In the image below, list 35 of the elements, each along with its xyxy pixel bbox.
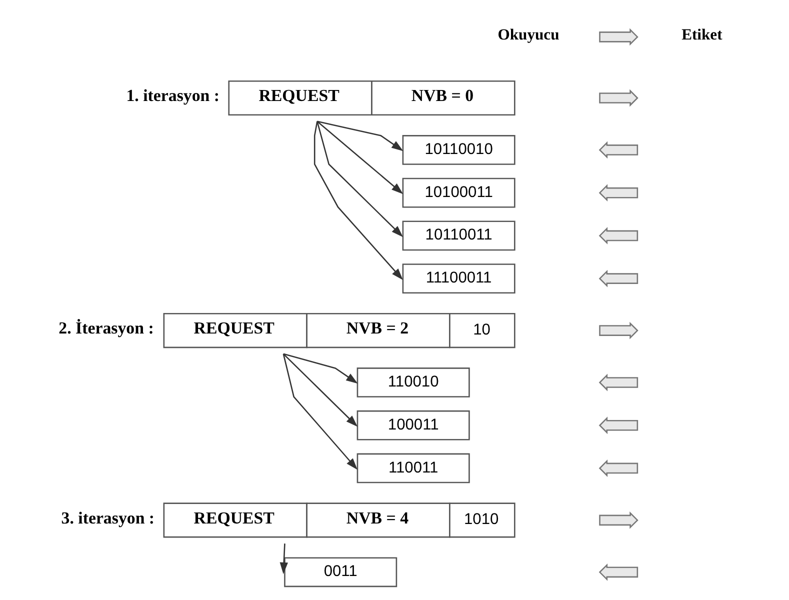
node-arrow [598, 270, 638, 288]
node-arrow [599, 511, 638, 529]
node-arrow [598, 184, 638, 202]
node-label: NVB = 0 [411, 86, 474, 106]
arrow [282, 353, 358, 427]
arrow [316, 120, 404, 194]
node-label: 1. iterasyon : [126, 86, 220, 106]
node-label: 3. iterasyon : [61, 508, 155, 528]
node-label: 2. İterasyon : [58, 318, 154, 338]
node-arrow [598, 460, 638, 477]
node-box: 10100011 [402, 178, 516, 208]
node-box: 110011 [356, 453, 470, 484]
arrow [280, 544, 288, 574]
label: Etiket [682, 26, 722, 44]
node-arrow [598, 416, 638, 434]
node-box: 10110011 [402, 220, 516, 251]
node-box: 11100011 [402, 264, 516, 294]
label: Okuyucu [498, 26, 560, 44]
arrow [283, 353, 358, 384]
node-text: REQUEST [258, 86, 340, 106]
arrow [314, 121, 403, 280]
arrow [316, 121, 404, 238]
arrow [282, 354, 358, 470]
node-arrow [598, 563, 638, 581]
node-box: 10110010 [402, 135, 516, 165]
arrow [317, 120, 404, 152]
node-arrow [599, 28, 638, 46]
node-arrow [598, 141, 638, 159]
node-arrow [598, 374, 638, 392]
node-arrow [599, 89, 638, 107]
node-box: 100011 [356, 410, 470, 440]
node-arrow [599, 322, 638, 340]
node-box: 110010 [356, 368, 470, 398]
node-box: 0011 [284, 557, 398, 588]
node-arrow [598, 226, 638, 244]
